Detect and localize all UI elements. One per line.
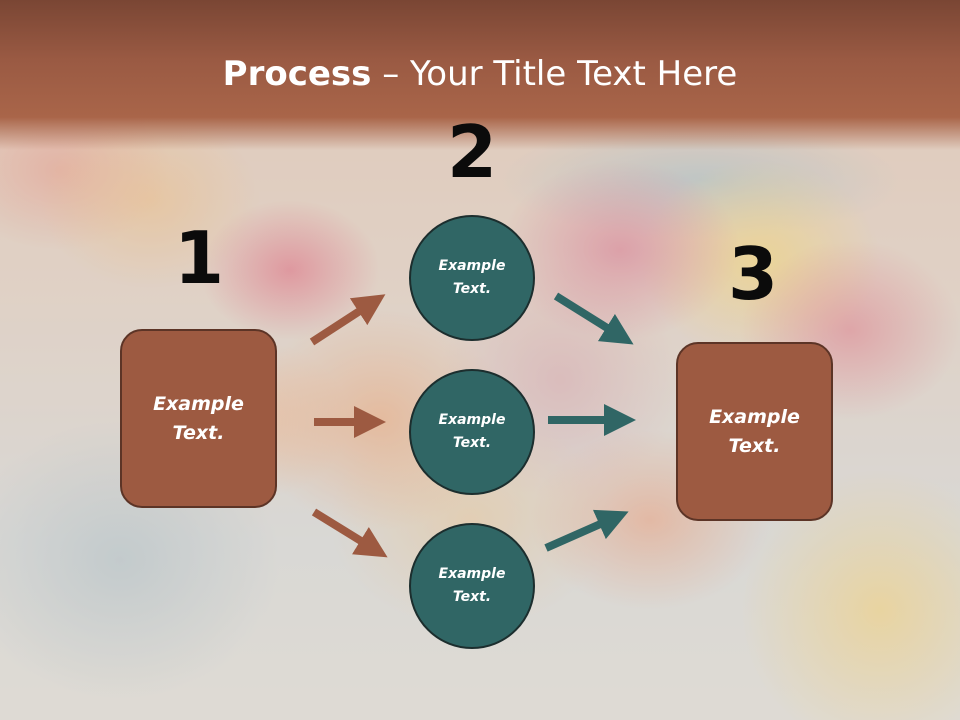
slide-title: Process – Your Title Text Here — [0, 52, 960, 96]
step-number-2: 2 — [446, 110, 498, 194]
middle-circle-top-text: Example Text. — [438, 258, 506, 297]
middle-circle-bottom: Example Text. — [409, 523, 535, 649]
end-box-text: Example Text. — [709, 405, 800, 457]
middle-circle-top: Example Text. — [409, 215, 535, 341]
title-dash: – — [371, 54, 411, 94]
start-box-text: Example Text. — [153, 392, 244, 444]
arrow-start-to-bottom — [311, 508, 388, 558]
title-text: Your Title Text Here — [410, 54, 738, 94]
title-bold: Process — [222, 54, 372, 94]
middle-circle-bottom-text: Example Text. — [438, 566, 506, 605]
end-box: Example Text. — [676, 342, 833, 521]
arrow-bottom-to-end — [544, 509, 629, 552]
arrow-top-to-end — [553, 292, 634, 345]
middle-circle-center-text: Example Text. — [438, 412, 506, 451]
step-number-3: 3 — [727, 232, 779, 316]
arrow-start-to-top — [309, 294, 386, 346]
middle-circle-center: Example Text. — [409, 369, 535, 495]
step-number-1: 1 — [173, 216, 225, 300]
start-box: Example Text. — [120, 329, 277, 508]
title-band — [0, 0, 960, 150]
